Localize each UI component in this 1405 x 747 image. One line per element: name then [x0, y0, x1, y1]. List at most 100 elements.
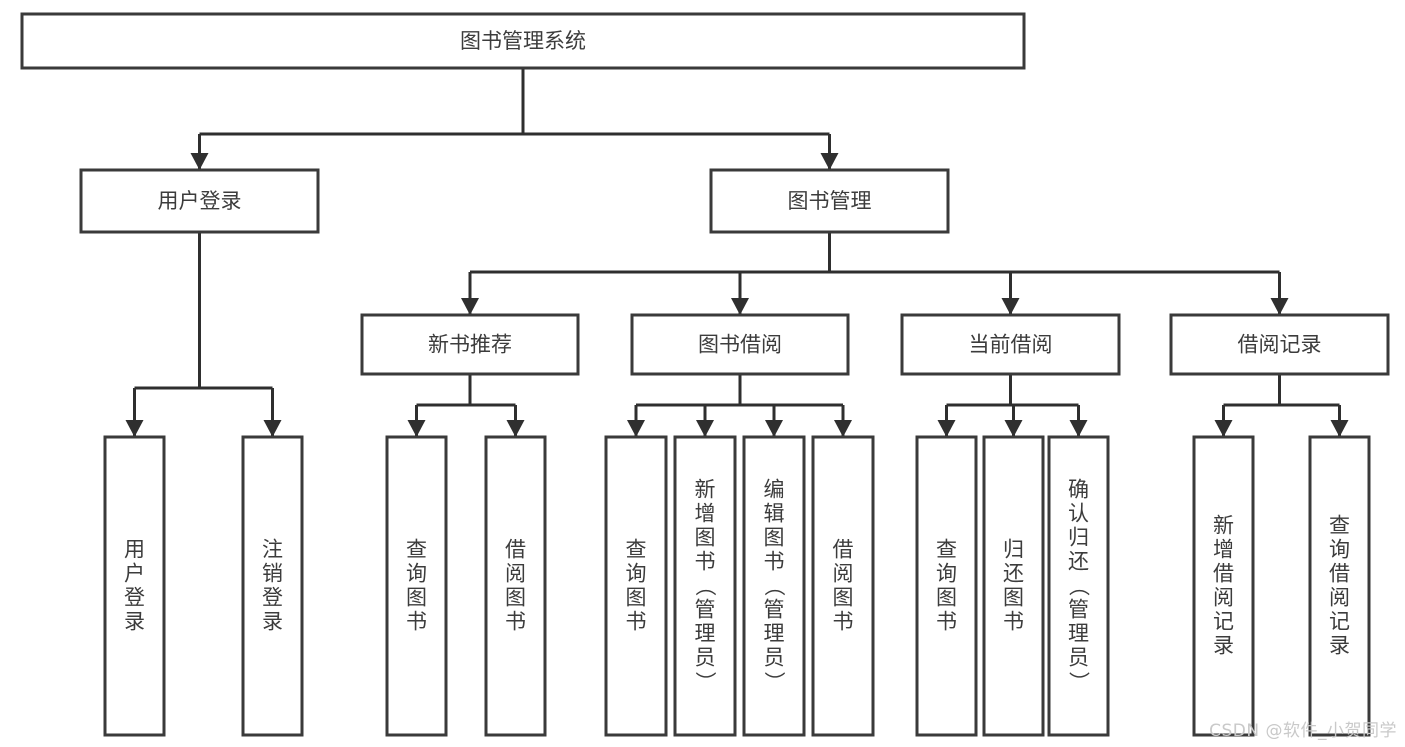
arrow-head-icon — [765, 420, 783, 437]
node-label-char: 员 — [695, 646, 716, 670]
node-label-char: 阅 — [1213, 586, 1234, 610]
node-leaf-borrow-query-book[interactable]: 查询图书查询图书 — [604, 435, 668, 737]
node-label-char: （ — [1067, 575, 1091, 596]
node-current-borrow[interactable]: 当前借阅 — [900, 313, 1121, 376]
arrow-head-icon — [820, 153, 839, 170]
node-label-char: 书 — [695, 550, 716, 574]
node-label-char: 理 — [764, 622, 785, 646]
connector-layer — [125, 68, 1349, 437]
node-label-book-borrow: 图书借阅 — [698, 333, 782, 357]
node-label-char: 还 — [1068, 550, 1089, 574]
node-leaf-user-logout[interactable]: 注销登录注销登录 — [241, 435, 304, 737]
node-box-root — [20, 12, 1026, 70]
node-box-book-management — [709, 168, 950, 234]
arrow-head-icon — [1214, 420, 1233, 437]
arrow-head-icon — [461, 298, 479, 315]
node-leaf-user-login[interactable]: 用户登录用户登录 — [103, 435, 166, 737]
node-box-leaf-recommend-borrow-book — [484, 435, 547, 737]
node-label-char: 认 — [1068, 502, 1089, 526]
arrow-head-icon — [1330, 420, 1349, 437]
node-label-char: 图 — [406, 586, 427, 610]
node-label-char: 阅 — [505, 562, 526, 586]
node-label-char: 员 — [1068, 646, 1089, 670]
node-label-root: 图书管理系统 — [460, 29, 586, 53]
node-label-char: 还 — [1003, 562, 1024, 586]
node-label-char: 录 — [1213, 634, 1234, 658]
node-leaf-recommend-borrow-book[interactable]: 借阅图书借阅图书 — [484, 435, 547, 737]
node-label-char: 书 — [505, 610, 526, 634]
node-label-char: 注 — [262, 538, 283, 562]
node-label-char: ） — [1067, 671, 1091, 692]
node-label-char: 户 — [124, 562, 145, 586]
node-label-char: 管 — [1068, 598, 1089, 622]
arrow-head-icon — [696, 420, 714, 437]
node-box-leaf-current-return-book — [982, 435, 1045, 737]
node-box-book-borrow — [630, 313, 850, 376]
node-book-borrow[interactable]: 图书借阅 — [630, 313, 850, 376]
node-label-char: 理 — [1068, 622, 1089, 646]
node-label-char: ） — [762, 671, 786, 692]
node-label-char: 登 — [262, 586, 283, 610]
node-user-login[interactable]: 用户登录 — [79, 168, 320, 234]
node-box-leaf-user-logout — [241, 435, 304, 737]
node-label-char: 查 — [626, 538, 647, 562]
node-leaf-recommend-query-book[interactable]: 查询图书查询图书 — [385, 435, 448, 737]
arrow-head-icon — [190, 153, 209, 170]
node-label-char: 录 — [124, 610, 145, 634]
node-borrow-records[interactable]: 借阅记录 — [1169, 313, 1390, 376]
node-box-leaf-user-login — [103, 435, 166, 737]
node-box-borrow-records — [1169, 313, 1390, 376]
node-label-char: 书 — [936, 610, 957, 634]
node-new-book-recommend[interactable]: 新书推荐 — [360, 313, 580, 376]
node-label-char: 查 — [406, 538, 427, 562]
node-leaf-current-query-book[interactable]: 查询图书查询图书 — [915, 435, 978, 737]
node-label-char: 阅 — [833, 562, 854, 586]
node-label-borrow-records: 借阅记录 — [1238, 333, 1322, 357]
node-label-char: 登 — [124, 586, 145, 610]
node-box-leaf-current-confirm-return — [1047, 435, 1110, 737]
node-label-current-borrow: 当前借阅 — [969, 333, 1053, 357]
node-leaf-current-return-book[interactable]: 归还图书归还图书 — [982, 435, 1045, 737]
node-label-user-login: 用户登录 — [158, 189, 242, 213]
node-label-char: 书 — [406, 610, 427, 634]
node-label-char: 记 — [1329, 610, 1350, 634]
node-label-char: ） — [693, 671, 717, 692]
node-label-char: 销 — [262, 562, 283, 586]
node-label-char: 录 — [1329, 634, 1350, 658]
arrow-head-icon — [834, 420, 852, 437]
node-label-char: （ — [693, 575, 717, 596]
node-label-char: 书 — [1003, 610, 1024, 634]
node-label-char: 新 — [695, 478, 716, 502]
node-box-leaf-recommend-query-book — [385, 435, 448, 737]
node-label-char: 管 — [695, 598, 716, 622]
node-leaf-borrow-borrow-book[interactable]: 借阅图书借阅图书 — [811, 435, 875, 737]
node-label-char: 图 — [936, 586, 957, 610]
node-label-char: 记 — [1213, 610, 1234, 634]
node-label-char: 用 — [124, 538, 145, 562]
node-label-char: 录 — [262, 610, 283, 634]
node-leaf-records-add-record[interactable]: 新增借阅记录新增借阅记录 — [1192, 435, 1255, 737]
node-box-new-book-recommend — [360, 313, 580, 376]
arrow-head-icon — [1069, 420, 1088, 437]
node-root[interactable]: 图书管理系统 — [20, 12, 1026, 70]
node-label-char: 询 — [406, 562, 427, 586]
node-leaf-records-query-record[interactable]: 查询借阅记录查询借阅记录 — [1308, 435, 1371, 737]
node-label-char: 图 — [1003, 586, 1024, 610]
node-layer: 图书管理系统用户登录图书管理新书推荐图书借阅当前借阅借阅记录用户登录用户登录注销… — [20, 12, 1390, 737]
node-box-current-borrow — [900, 313, 1121, 376]
node-book-management[interactable]: 图书管理 — [709, 168, 950, 234]
arrow-head-icon — [263, 420, 282, 437]
node-label-char: 新 — [1213, 514, 1234, 538]
node-label-char: 图 — [505, 586, 526, 610]
node-label-char: 图 — [833, 586, 854, 610]
node-label-char: 辑 — [764, 502, 785, 526]
node-label-char: 增 — [695, 502, 716, 526]
node-label-char: 查 — [936, 538, 957, 562]
node-label-char: 书 — [833, 610, 854, 634]
node-box-user-login — [79, 168, 320, 234]
arrow-head-icon — [937, 420, 956, 437]
